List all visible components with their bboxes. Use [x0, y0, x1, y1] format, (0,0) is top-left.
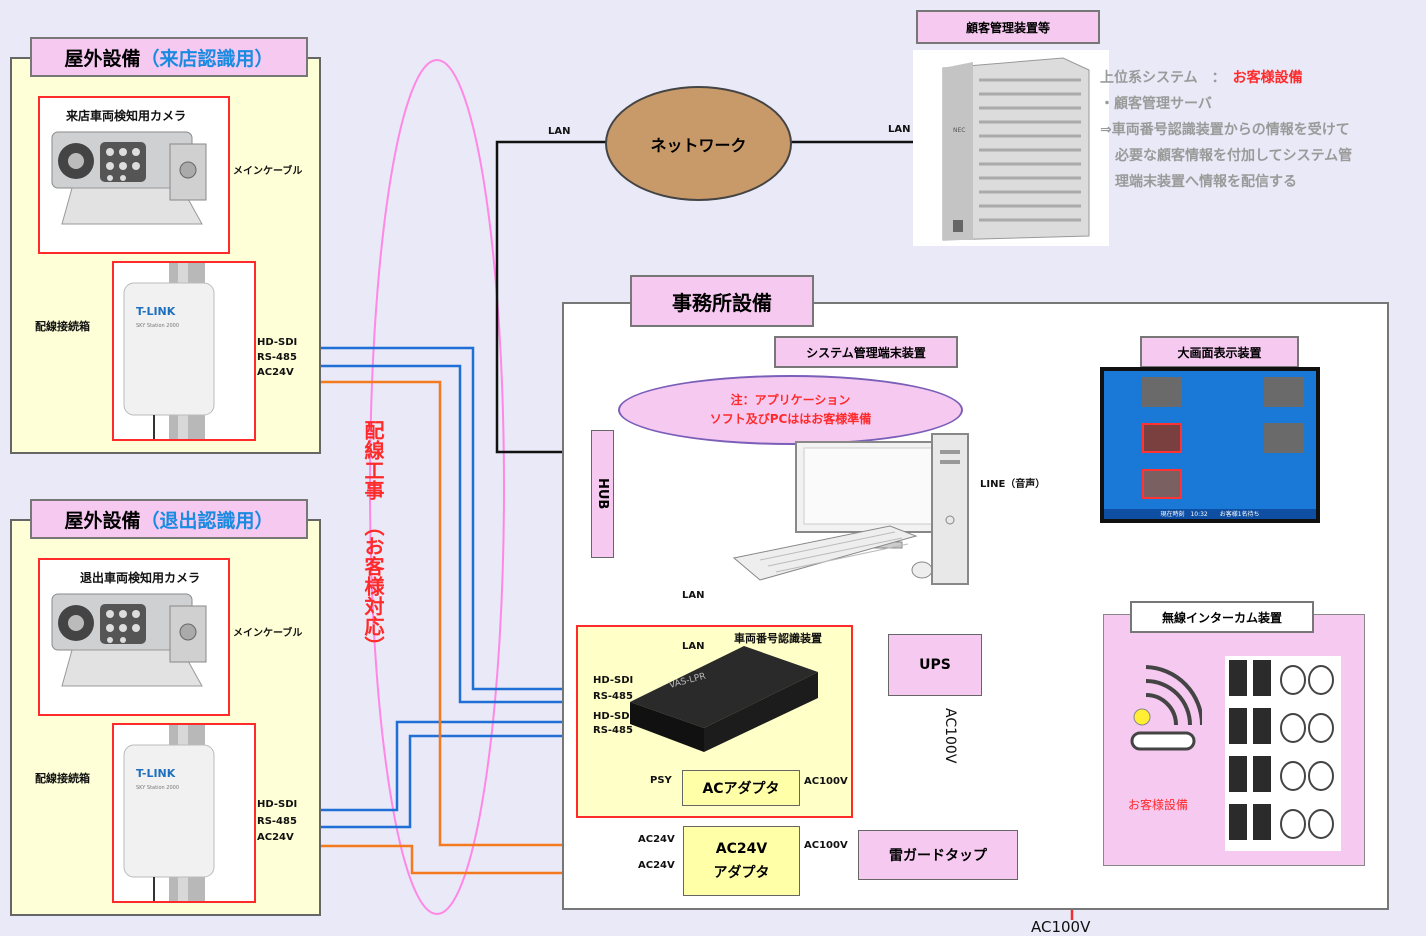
port-rs485-in: RS-485 — [257, 352, 297, 363]
junction-box-in-label: 配線接続箱 — [35, 320, 90, 333]
lightning-tap-box: 雷ガードタップ — [858, 830, 1018, 880]
upper-system-line1: 上位系システム ： お客様設備 — [1100, 70, 1303, 86]
wiring-work-sub: （お客様対応） — [361, 516, 385, 656]
upper-system-line2: ・顧客管理サーバ — [1100, 96, 1212, 112]
main-cable-in-label: メインケーブル — [233, 166, 303, 177]
lan-pc-label: LAN — [682, 590, 705, 601]
headset-icon — [1229, 660, 1334, 840]
lan-label-left: LAN — [548, 126, 571, 137]
office-header: 事務所設備 — [630, 275, 814, 327]
svg-text:SKY Station 2000: SKY Station 2000 — [136, 785, 179, 791]
note-line2: ソフト及びPCははお客様準備 — [709, 412, 872, 426]
lpr-device-icon: VAS-LPR — [630, 646, 818, 752]
hub-label: HUB — [595, 478, 610, 510]
display-car-thumb — [1264, 377, 1304, 407]
lan-line-network-hub — [495, 140, 608, 454]
ac24v-line1-label: AC24V — [638, 834, 675, 845]
upper-system-line4: 必要な顧客情報を付加してシステム管 — [1115, 148, 1353, 164]
display-footer: 現在時刻 10:32 お客様1名待ち — [1104, 509, 1316, 519]
ac24v-line2-label: AC24V — [638, 860, 675, 871]
svg-text:SKY Station 2000: SKY Station 2000 — [136, 323, 179, 329]
pc-icon — [732, 433, 969, 585]
lpr-hdsdi2: HD-SDI — [593, 711, 634, 722]
junction-box-icon: T-LINK SKY Station 2000 — [123, 725, 215, 901]
ac-adapter-box: ACアダプタ — [682, 770, 800, 806]
upper-system-text: 上位系システム ： お客様設備 ・顧客管理サーバ ⇒車両番号認識装置からの情報を… — [1100, 65, 1426, 195]
outdoor-in-title: 屋外設備 — [64, 47, 141, 70]
line-audio-label: LINE（音声） — [980, 479, 1046, 490]
camera-icon — [51, 593, 207, 687]
ac24-adapter-line2: アダプタ — [713, 865, 770, 881]
outdoor-in-header: 屋外設備（来店認識用） — [30, 37, 308, 77]
display-screen: 現在時刻 10:32 お客様1名待ち — [1104, 371, 1316, 519]
junction-box-out-label: 配線接続箱 — [35, 772, 90, 785]
server-icon: NEC — [942, 57, 1090, 241]
server-brand: NEC — [953, 127, 965, 134]
hub-box: HUB — [591, 430, 614, 558]
ups-ac100v-label: AC100V — [942, 708, 958, 764]
camera-out-label: 退出車両検知用カメラ — [80, 571, 201, 585]
outdoor-in-subtitle: （来店認識用） — [140, 47, 274, 70]
junction-box-out: T-LINK SKY Station 2000 — [112, 723, 256, 903]
intercom-header: 無線インターカム装置 — [1130, 601, 1314, 633]
port-hdsdi-out: HD-SDI — [257, 799, 298, 810]
upper-system-line3: ⇒車両番号認識装置からの情報を受けて — [1100, 122, 1350, 138]
lpr-lan-label: LAN — [682, 641, 705, 652]
display-car-thumb — [1264, 423, 1304, 453]
camera-in-label: 来店車両検知用カメラ — [66, 109, 187, 123]
router-icon — [1130, 665, 1202, 751]
display-car-thumb — [1142, 377, 1182, 407]
lan-label-right: LAN — [888, 124, 911, 135]
note-line1: 注：アプリケーション — [730, 393, 851, 407]
server-header: 顧客管理装置等 — [916, 10, 1100, 44]
junction-box-in: T-LINK SKY Station 2000 — [112, 261, 256, 441]
camera-in-box: 来店車両検知用カメラ — [38, 96, 230, 254]
wiring-work-label: 配線工事 （お客様対応） — [358, 420, 386, 656]
port-ac24v-out: AC24V — [257, 832, 294, 843]
lpr-hdsdi1: HD-SDI — [593, 675, 634, 686]
outdoor-out-subtitle: （退出認識用） — [140, 509, 274, 532]
lpr-title: 車両番号認識装置 — [734, 632, 822, 645]
display-car-thumb — [1142, 423, 1182, 453]
camera-out-box: 退出車両検知用カメラ — [38, 558, 230, 716]
bottom-ac100v-label: AC100V — [1031, 918, 1091, 936]
svg-text:T-LINK: T-LINK — [136, 305, 176, 318]
ac100v-a-label: AC100V — [804, 776, 848, 787]
lpr-rs485-1: RS-485 — [593, 691, 633, 702]
ac24-adapter-line1: AC24V — [715, 841, 768, 857]
ac24v-line-in — [210, 380, 683, 847]
server-image: NEC — [913, 50, 1109, 246]
network-cloud: ネットワーク — [605, 86, 792, 201]
port-ac24v-in: AC24V — [257, 367, 294, 378]
upper-system-line5: 理端末装置へ情報を配信する — [1115, 174, 1297, 190]
big-display: 現在時刻 10:32 お客様1名待ち — [1100, 367, 1320, 523]
display-car-thumb — [1142, 469, 1182, 499]
upper-system-accent: お客様設備 — [1232, 70, 1303, 86]
main-cable-out-label: メインケーブル — [233, 628, 303, 639]
wiring-work-ellipse — [369, 59, 505, 915]
wiring-work-text: 配線工事 — [361, 420, 385, 500]
display-header: 大画面表示装置 — [1140, 336, 1299, 368]
intercom-owner: お客様設備 — [1128, 798, 1189, 812]
ups-box: UPS — [888, 634, 982, 696]
headset-panel — [1225, 656, 1341, 851]
lpr-rs485-2: RS-485 — [593, 725, 633, 736]
port-rs485-out: RS-485 — [257, 816, 297, 827]
port-hdsdi-in: HD-SDI — [257, 337, 298, 348]
outdoor-out-header: 屋外設備（退出認識用） — [30, 499, 308, 539]
camera-icon — [51, 131, 207, 225]
ac24-adapter-box: AC24V アダプタ — [683, 826, 800, 896]
ac100v-b-label: AC100V — [804, 840, 848, 851]
junction-box-icon: T-LINK SKY Station 2000 — [123, 263, 215, 439]
note-bubble: 注：アプリケーション ソフト及びPCははお客様準備 — [618, 375, 963, 445]
outdoor-out-title: 屋外設備 — [64, 509, 141, 532]
svg-text:T-LINK: T-LINK — [136, 767, 176, 780]
terminal-header: システム管理端末装置 — [774, 336, 958, 368]
psy-label: PSY — [650, 775, 672, 786]
